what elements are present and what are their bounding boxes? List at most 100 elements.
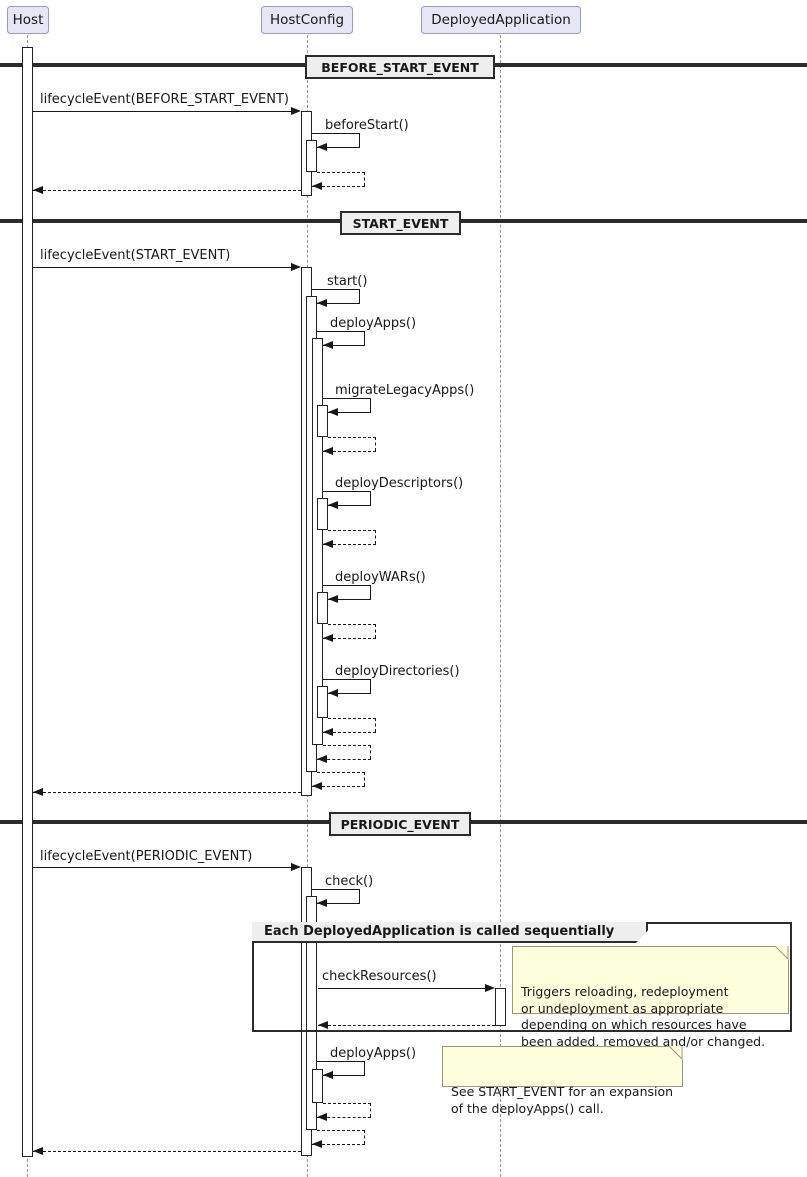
activation-check [306,896,317,1130]
arrowhead-deploywars [328,595,338,603]
note-checkresources-text: Triggers reloading, redeployment or unde… [521,984,766,1049]
self-call-deploydescriptors [323,491,371,505]
participant-deployedapplication: DeployedApplication [421,6,581,34]
self-call-migratelegacyapps-bottom [328,412,371,413]
self-return-deploydirectories [328,718,376,732]
deployedapplication-lifeline [500,35,501,1177]
self-return-beforestart-bottom [312,186,365,187]
self-call-deployapps-periodic-bottom [323,1075,365,1076]
note-checkresources: Triggers reloading, redeployment or unde… [512,946,789,1049]
arrowhead-start-return [312,782,322,790]
message-label-deploydirectories: deployDirectories() [335,664,460,679]
self-call-start-bottom [317,303,360,304]
message-label-lifecycle-start: lifecycleEvent(START_EVENT) [40,248,231,263]
self-call-beforestart-bottom [317,147,360,148]
divider-before-start-label: BEFORE_START_EVENT [321,59,479,75]
self-return-deployapps-periodic-bottom [317,1117,371,1118]
self-return-deploydescriptors-bottom [323,544,376,545]
message-label-deploywars: deployWARs() [335,570,426,585]
self-return-check [317,1130,365,1144]
arrowhead-start [317,299,327,307]
note-deployapps-text: See START_EVENT for an expansion of the … [451,1084,674,1116]
activation-beforestart [306,140,317,172]
arrowhead-beforestart-return [312,182,322,190]
message-label-check: check() [325,874,374,889]
message-label-deployapps-periodic: deployApps() [330,1046,417,1061]
activation-migratelegacyapps [317,405,328,437]
message-label-beforestart: beforeStart() [325,118,409,133]
arrowhead-lifecycle-start [291,263,301,271]
activation-host [22,47,33,1157]
activation-deployapps-periodic [312,1069,323,1103]
participant-deployedapplication-label: DeployedApplication [431,12,571,28]
self-call-migratelegacyapps [323,398,371,412]
self-return-start [317,772,365,786]
arrowhead-return-periodic [33,1147,43,1155]
arrowhead-migratelegacyapps-return [323,447,333,455]
arrowhead-deploydirectories-return [323,728,333,736]
return-arrow-checkresources [318,1025,495,1026]
self-call-start [312,289,360,303]
self-call-deployapps-periodic [317,1061,365,1075]
arrowhead-deployapps-periodic [323,1071,333,1079]
self-return-deployapps-bottom [317,759,371,760]
participant-hostconfig-label: HostConfig [269,12,345,28]
activation-deployedapplication-checkresources [495,988,506,1026]
message-arrow-lifecycle-periodic [33,867,292,868]
message-label-deploydescriptors: deployDescriptors() [335,476,464,491]
arrowhead-deploydirectories [328,689,338,697]
arrowhead-deploywars-return [323,634,333,642]
return-arrow-periodic [33,1151,301,1152]
divider-periodic-label: PERIODIC_EVENT [340,816,460,832]
arrowhead-deployapps-return [317,755,327,763]
message-label-lifecycle-before-start: lifecycleEvent(BEFORE_START_EVENT) [40,92,289,107]
self-call-deployapps-bottom [323,345,365,346]
arrowhead-return-start [33,788,43,796]
self-return-deploywars-bottom [323,638,376,639]
message-arrow-lifecycle-start [33,267,292,268]
self-return-deploywars [328,624,376,638]
message-label-start: start() [327,274,368,289]
self-return-beforestart [317,172,365,186]
self-call-deploydescriptors-bottom [328,505,371,506]
self-call-check [312,889,360,903]
group-header: Each DeployedApplication is called seque… [252,922,648,943]
activation-deploydescriptors [317,498,328,530]
self-call-check-bottom [317,903,360,904]
message-label-checkresources: checkResources() [322,969,437,984]
note-deployapps: See START_EVENT for an expansion of the … [442,1046,683,1116]
self-return-deployapps [323,745,371,759]
self-return-migratelegacyapps-bottom [323,451,376,452]
participant-host-label: Host [12,12,44,28]
arrowhead-lifecycle-periodic [291,863,301,871]
self-return-deploydirectories-bottom [323,732,376,733]
self-call-deployapps [317,331,365,345]
arrowhead-check-return [312,1140,322,1148]
return-arrow-start [33,792,301,793]
activation-deploydirectories [317,686,328,718]
arrowhead-checkresources [485,984,495,992]
arrowhead-check [317,899,327,907]
arrowhead-deployapps [323,341,333,349]
self-return-start-bottom [312,786,365,787]
note-dogear-icon [669,1046,683,1060]
self-call-beforestart [312,133,360,147]
note-dogear-icon [775,946,789,960]
arrowhead-deploydescriptors [328,501,338,509]
message-label-lifecycle-periodic: lifecycleEvent(PERIODIC_EVENT) [40,849,253,864]
activation-deploywars [317,592,328,624]
arrowhead-lifecycle-before-start [291,107,301,115]
return-arrow-before-start [33,190,301,191]
message-arrow-lifecycle-before-start [33,111,292,112]
arrowhead-deployapps-periodic-return [317,1113,327,1121]
self-return-migratelegacyapps [328,437,376,451]
self-return-check-bottom [312,1144,365,1145]
divider-periodic-event: PERIODIC_EVENT [329,812,471,836]
activation-deployapps [312,338,323,745]
self-return-deploydescriptors [328,530,376,544]
arrowhead-beforestart [317,143,327,151]
message-arrow-checkresources [318,988,486,989]
self-call-deploywars-bottom [328,599,371,600]
arrowhead-migratelegacyapps [328,408,338,416]
